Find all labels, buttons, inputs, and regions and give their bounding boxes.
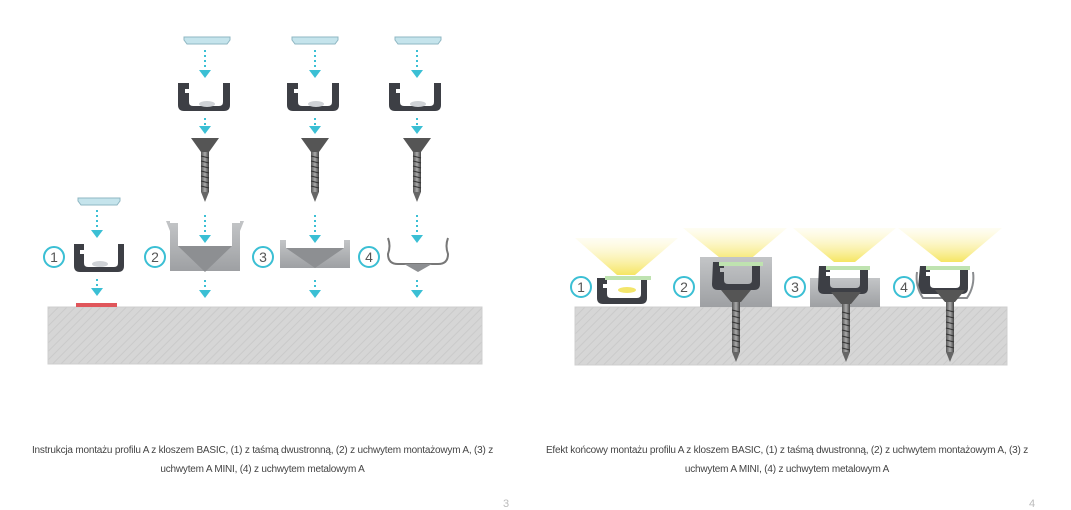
mounting-instructions-illustration: 1 2 3 4 <box>43 36 483 365</box>
svg-text:4: 4 <box>900 279 908 295</box>
arrow-down-icon <box>309 70 321 78</box>
arrow-down-icon <box>411 70 423 78</box>
arrow-down-icon <box>309 126 321 134</box>
diffuser-cover <box>77 197 121 206</box>
page-number: 4 <box>1029 498 1036 510</box>
mounting-surface <box>574 306 1008 366</box>
aluminium-profile <box>818 266 868 294</box>
aluminium-profile <box>178 83 230 111</box>
mounting-surface <box>47 306 483 365</box>
arrow-down-icon <box>309 235 321 243</box>
diffuser-cover <box>394 36 442 45</box>
arrow-down-icon <box>199 290 211 298</box>
svg-text:3: 3 <box>259 249 267 265</box>
double-sided-tape <box>76 303 117 307</box>
aluminium-profile <box>389 83 441 111</box>
step-2-assembly <box>166 36 244 298</box>
arrow-down-icon <box>199 70 211 78</box>
aluminium-profile <box>712 262 760 290</box>
svg-text:1: 1 <box>50 249 58 265</box>
metal-holder-a <box>386 237 450 265</box>
arrow-down-icon <box>91 288 103 296</box>
step-3-assembly <box>280 36 350 298</box>
arrow-down-icon <box>309 290 321 298</box>
svg-text:2: 2 <box>680 279 688 295</box>
light-beam <box>683 228 787 262</box>
step-4-assembly <box>386 36 450 298</box>
step-1-assembly <box>74 197 124 296</box>
svg-text:1: 1 <box>577 279 585 295</box>
page-number: 3 <box>503 498 510 510</box>
screw-icon <box>721 290 751 302</box>
mounting-instructions-panel: 1 2 3 4 Instrukcja montażu profilu A z k… <box>0 0 525 510</box>
diffuser-cover <box>183 36 231 45</box>
aluminium-profile <box>74 244 124 272</box>
final-effect-panel: 1 2 3 4 Efekt końcowy montażu profilu A … <box>535 0 1071 510</box>
final-unit-4 <box>915 266 975 362</box>
figure-caption: Efekt końcowy montażu profilu A z klosze… <box>545 445 1029 475</box>
step-number-1: 1 <box>43 246 65 268</box>
final-unit-2 <box>700 257 772 362</box>
arrow-down-icon <box>411 126 423 134</box>
arrow-down-icon <box>411 290 423 298</box>
step-number-4: 4 <box>893 276 915 298</box>
step-number-1: 1 <box>570 276 592 298</box>
arrow-down-icon <box>411 235 423 243</box>
arrow-down-icon <box>199 126 211 134</box>
light-beam <box>898 228 1002 262</box>
step-number-3: 3 <box>784 276 806 298</box>
final-effect-illustration: 1 2 3 4 <box>570 228 1008 366</box>
svg-text:2: 2 <box>151 249 159 265</box>
light-beam <box>793 228 896 262</box>
aluminium-profile <box>597 278 647 304</box>
diffuser-cover <box>291 36 339 45</box>
figure-caption: Instrukcja montażu profilu A z kloszem B… <box>31 445 494 475</box>
aluminium-profile <box>287 83 339 111</box>
step-number-2: 2 <box>144 246 166 268</box>
aluminium-profile <box>918 266 968 294</box>
screw-icon <box>191 138 219 152</box>
svg-text:4: 4 <box>365 249 373 265</box>
screw-icon <box>301 138 329 152</box>
screw-icon <box>935 290 965 302</box>
arrow-down-icon <box>91 230 103 238</box>
light-beam <box>575 238 678 275</box>
step-number-2: 2 <box>673 276 695 298</box>
arrow-down-icon <box>199 235 211 243</box>
svg-text:3: 3 <box>791 279 799 295</box>
step-number-3: 3 <box>252 246 274 268</box>
step-number-4: 4 <box>358 246 380 268</box>
screw-icon <box>831 292 861 304</box>
final-unit-3 <box>810 266 880 362</box>
screw-icon <box>403 138 431 152</box>
final-unit-1 <box>597 276 651 304</box>
